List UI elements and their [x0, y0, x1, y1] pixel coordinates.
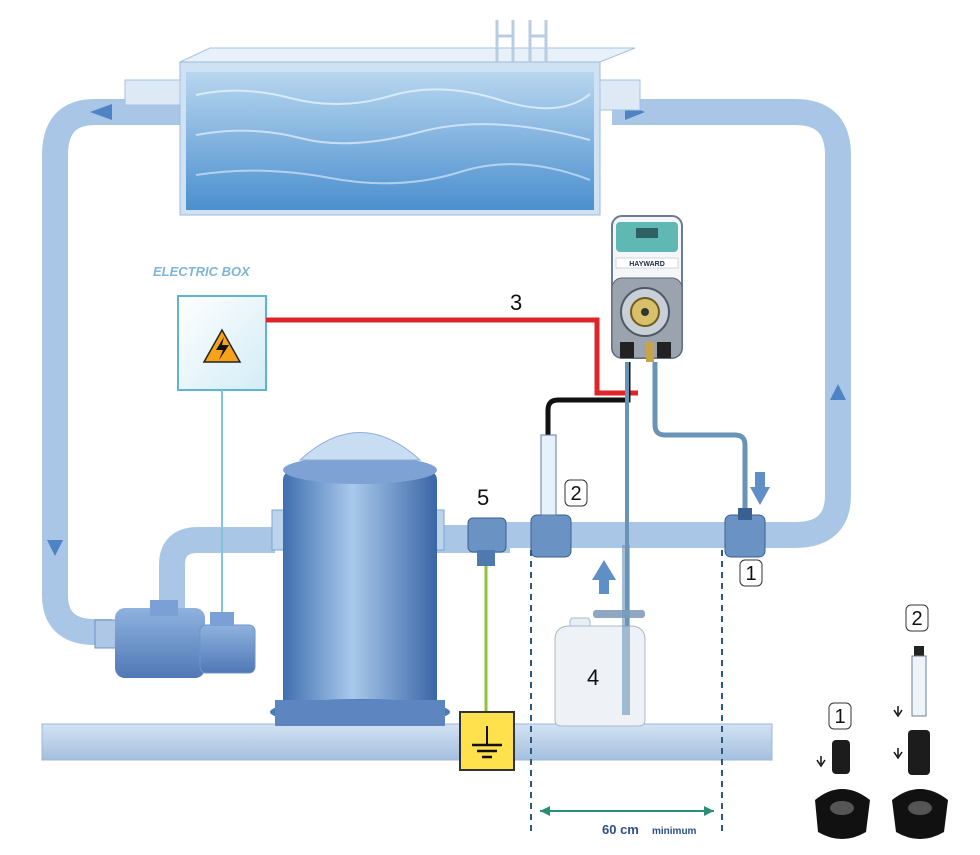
ground-tee-5: [467, 517, 507, 566]
return-pipe: [500, 99, 851, 548]
circulation-pump: [94, 600, 256, 678]
electric-box: [177, 295, 267, 620]
swimming-pool: [124, 20, 641, 216]
callout-2: 2: [570, 483, 581, 505]
flow-arrow-icon: [592, 560, 616, 580]
injection-fitting-1: [724, 508, 766, 558]
probe-fitting-2: [530, 434, 572, 558]
sand-filter: [270, 432, 450, 726]
inset-fitting-2: 2: [892, 604, 948, 839]
callout-2-box: [564, 479, 588, 507]
flow-arrow-icon: [750, 487, 770, 505]
injection-tube: [652, 362, 748, 520]
flow-arrow-shaft: [599, 580, 609, 594]
down-arrow-icon: [893, 748, 903, 760]
down-arrow-icon: [893, 706, 903, 718]
flow-arrow-icon: [90, 104, 112, 120]
down-arrow-icon: [816, 756, 826, 768]
flow-arrow-icon: [47, 540, 63, 556]
warning-triangle-icon: [202, 328, 242, 363]
electric-box-label: ELECTRIC BOX: [153, 264, 251, 279]
probe: [540, 434, 557, 516]
flow-arrow-shaft: [755, 472, 765, 487]
power-cable: [266, 317, 638, 396]
chemical-tank-4: [554, 545, 646, 727]
flow-arrow-icon: [830, 384, 846, 400]
callout-1: 1: [745, 563, 756, 585]
dimension-value: 60 cm: [602, 822, 639, 837]
dimension-suffix: minimum: [652, 826, 697, 837]
dosing-pump: HAYWARD: [611, 215, 683, 362]
ground-slab: [41, 723, 773, 761]
callout-4: 4: [587, 665, 599, 690]
callout-1-box: [739, 559, 763, 587]
probe-cable: [545, 362, 631, 435]
inset-fitting-1: 1: [815, 702, 870, 839]
pump-filter-pipe: [159, 527, 275, 620]
callout-3: 3: [510, 290, 522, 315]
pool-ladder: [495, 20, 548, 62]
ground-symbol-icon: [459, 711, 515, 771]
brand-label: HAYWARD: [629, 261, 665, 268]
suction-pipe: [42, 99, 180, 645]
callout-5: 5: [477, 485, 489, 510]
inset-label-1: 1: [834, 706, 845, 728]
inset-label-2: 2: [911, 608, 922, 630]
probe-icon: [911, 655, 927, 717]
